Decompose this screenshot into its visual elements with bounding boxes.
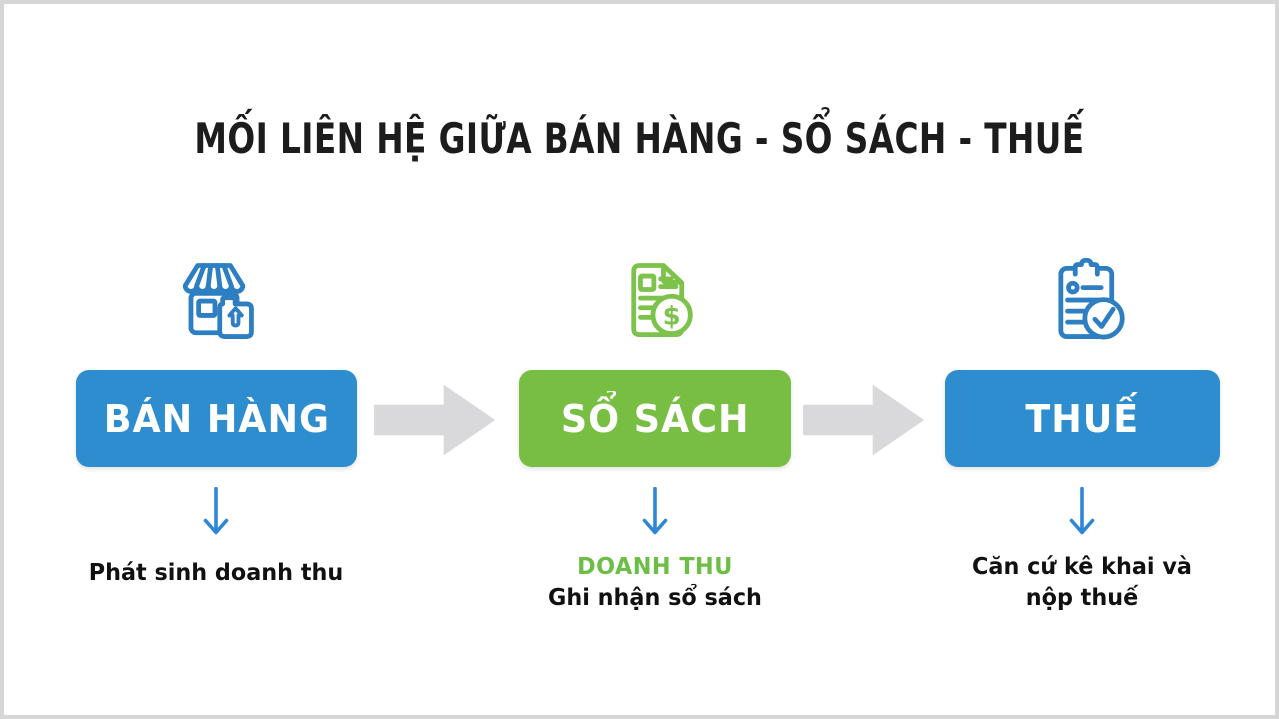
- caption-so-sach: DOANH THU Ghi nhận sổ sách: [490, 552, 820, 614]
- step-label-thue: THUẾ: [1025, 396, 1140, 441]
- step-box-ban-hang: BÁN HÀNG: [76, 370, 357, 467]
- clipboard-check-icon: [1033, 254, 1129, 350]
- caption-text: nộp thuế: [1025, 585, 1139, 611]
- caption-text: Căn cứ kê khai và: [972, 554, 1192, 580]
- down-arrow-icon: [640, 487, 670, 543]
- page-title: MỐI LIÊN HỆ GIỮA BÁN HÀNG - SỔ SÁCH - TH…: [194, 114, 1085, 163]
- caption-text: Phát sinh doanh thu: [88, 560, 344, 586]
- step-label-ban-hang: BÁN HÀNG: [103, 396, 330, 441]
- caption-text: Ghi nhận sổ sách: [548, 585, 762, 611]
- caption-highlight: DOANH THU: [577, 554, 733, 580]
- flow-arrow-icon: [374, 376, 500, 464]
- flow-arrow-icon: [803, 376, 929, 464]
- down-arrow-icon: [201, 487, 231, 543]
- caption-ban-hang: Phát sinh doanh thu: [51, 558, 381, 589]
- storefront-icon: [166, 254, 262, 350]
- dollar-symbol: $: [663, 301, 681, 331]
- step-box-thue: THUẾ: [945, 370, 1220, 467]
- invoice-dollar-icon: $: [603, 254, 699, 350]
- down-arrow-icon: [1067, 487, 1097, 543]
- step-box-so-sach: SỔ SÁCH: [519, 370, 791, 467]
- caption-thue: Căn cứ kê khai và nộp thuế: [917, 552, 1247, 614]
- step-label-so-sach: SỔ SÁCH: [560, 396, 750, 441]
